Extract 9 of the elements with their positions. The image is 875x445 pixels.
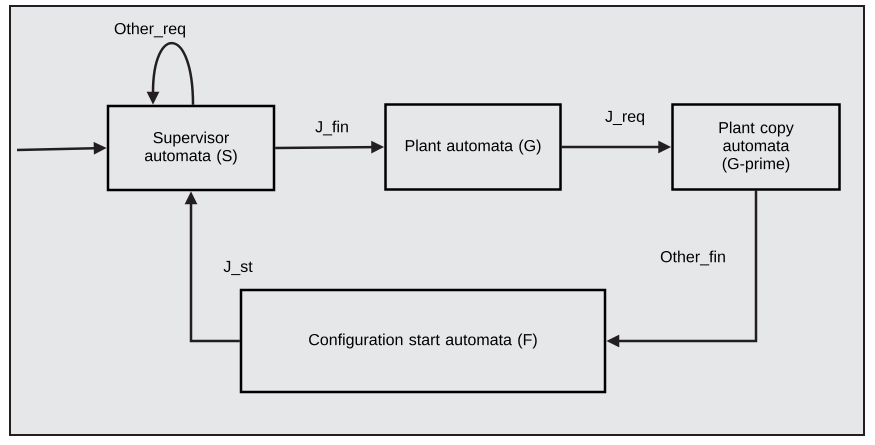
automaton-box: Plant automata (G)	[384, 103, 562, 191]
edge-label: Other_req	[112, 22, 188, 38]
edge-label: J_fin	[314, 120, 350, 136]
automaton-box: Plant copy automata (G-prime)	[671, 103, 841, 191]
automaton-box: Configuration start automata (F)	[240, 288, 606, 394]
automaton-box: Supervisor automata (S)	[106, 104, 276, 192]
edge-label: J_req	[604, 110, 646, 126]
edge-label: J_st	[222, 260, 254, 276]
edge-label: Other_fin	[659, 250, 727, 266]
